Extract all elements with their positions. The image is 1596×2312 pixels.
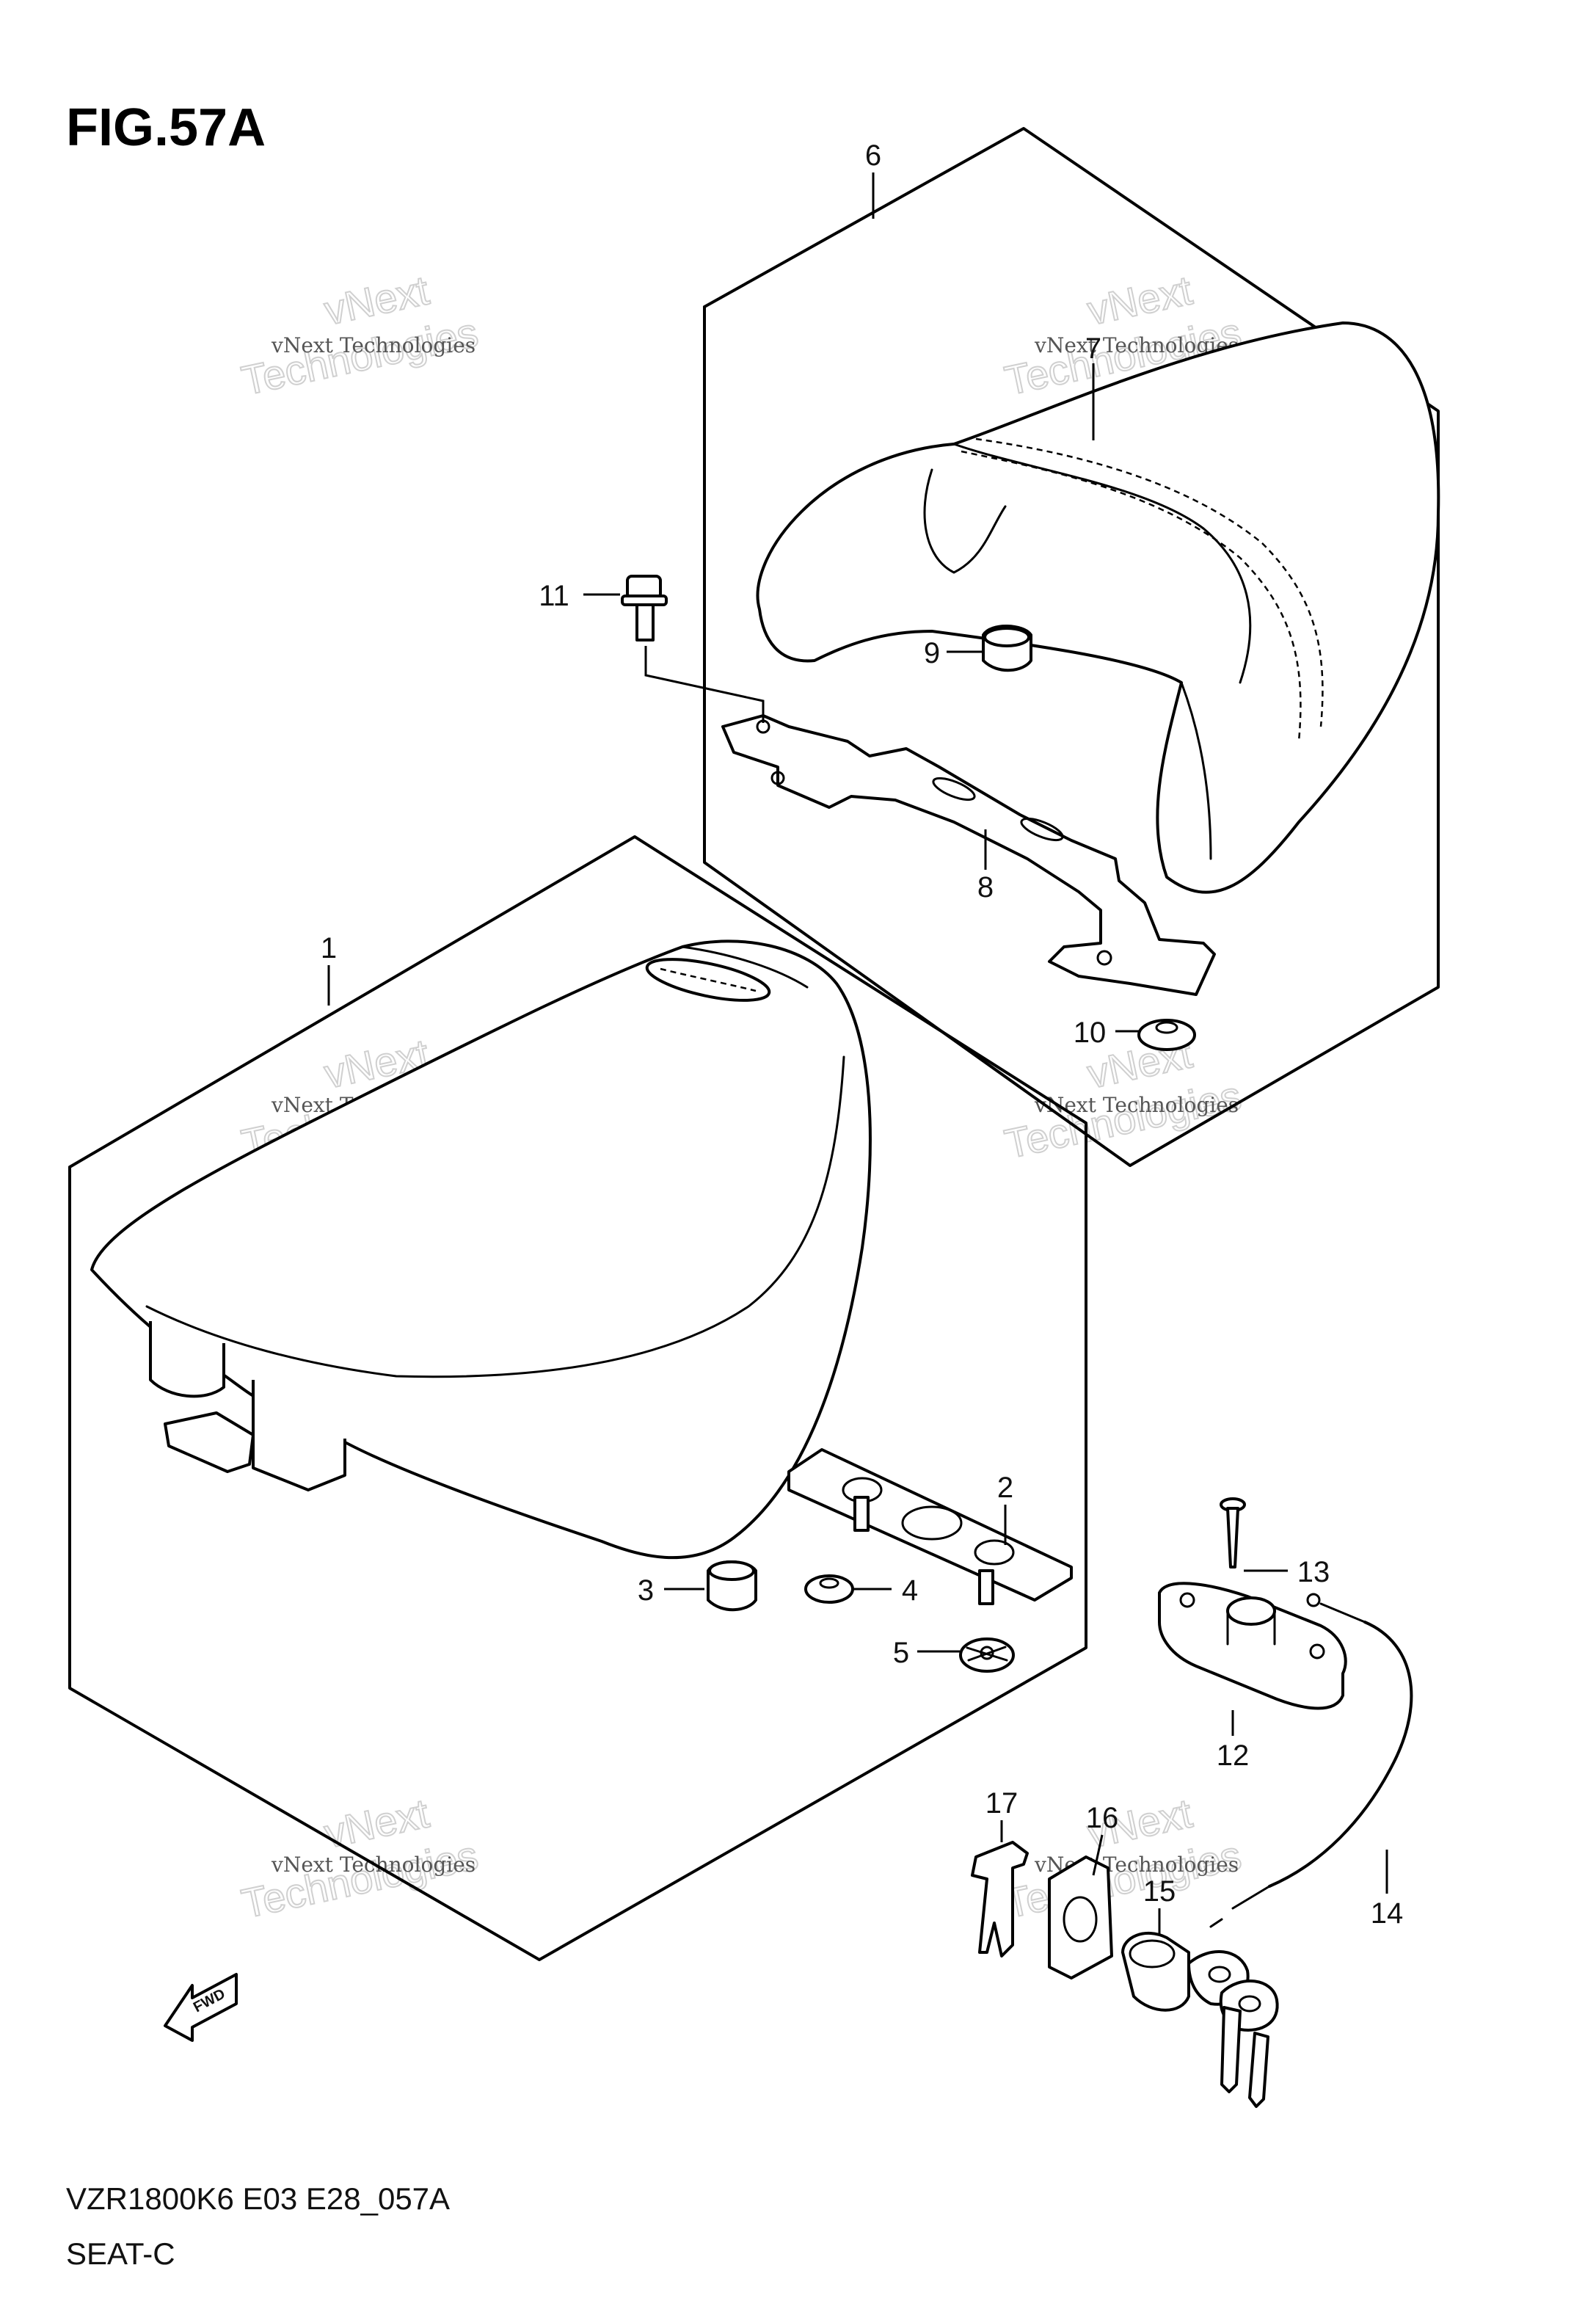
cushion-3-top — [708, 1560, 755, 1581]
screw-part-13 — [1220, 1497, 1246, 1568]
figure-title: FIG.57A — [66, 98, 266, 157]
front-seat-side-rim — [145, 1055, 845, 1378]
callout-10: 10 — [1074, 1017, 1107, 1049]
key-head-1-hole — [1208, 1966, 1231, 1983]
rear-seat-stitch-line-1 — [961, 450, 1302, 742]
callout-15: 15 — [1143, 1875, 1176, 1908]
bracket-stud-1 — [853, 1496, 870, 1532]
lock-bracket-boss-wall — [1226, 1610, 1276, 1646]
grommet-hole — [1155, 1021, 1178, 1034]
rear-seat-stitch-line-2 — [975, 437, 1324, 727]
lock-bracket-part-12 — [1158, 1582, 1347, 1710]
bracket-slot-1 — [932, 777, 976, 801]
rear-seat-group-border — [703, 127, 1440, 1167]
nut-4-body — [804, 1574, 854, 1604]
forward-arrow-shape — [164, 1973, 238, 2042]
lock-bracket-hole-1 — [1179, 1592, 1195, 1608]
watermark-small-mid-right: vNext Technologies — [1034, 1093, 1239, 1117]
watermark-top-left: vNext Technologies — [237, 266, 483, 404]
front-seat-group-border — [68, 835, 1087, 1961]
bolt-shank — [635, 603, 655, 641]
callout-12: 12 — [1217, 1740, 1250, 1772]
cushion-part-3 — [707, 1560, 757, 1612]
key-head-2-hole — [1238, 1995, 1261, 2013]
callout-6: 6 — [865, 139, 881, 172]
cable-end-ball — [1306, 1593, 1321, 1607]
front-seat-emblem — [645, 958, 771, 1002]
grommet-part-10 — [1137, 1019, 1196, 1051]
cable-end-fitting — [1319, 1602, 1366, 1624]
clip-part-17 — [971, 1841, 1029, 1957]
bracket-hole-3 — [1096, 950, 1112, 966]
rear-seat-front-edge — [923, 468, 1007, 574]
section-name: SEAT-C — [66, 2236, 175, 2271]
bracket-stud-2 — [978, 1569, 994, 1605]
nut-part-4 — [804, 1574, 854, 1604]
lock-cylinder — [1121, 1931, 1190, 2012]
bolt-11-assembly-line — [644, 646, 765, 723]
callout-3: 3 — [638, 1574, 654, 1607]
lock-bracket-hole-2 — [1309, 1643, 1325, 1660]
bolt-part-11 — [621, 575, 668, 641]
key-blade-1 — [1220, 2006, 1242, 2093]
callout-4: 4 — [902, 1574, 918, 1607]
nut-part-5 — [959, 1637, 1015, 1673]
callout-8: 8 — [977, 871, 994, 904]
forward-arrow-icon: FWD — [164, 1973, 238, 2042]
key-blade-2 — [1248, 2032, 1269, 2108]
front-seat-cushion — [90, 939, 872, 1560]
front-seat-leg-rear — [252, 1380, 346, 1491]
callout-1: 1 — [321, 932, 337, 964]
callout-13: 13 — [1297, 1556, 1330, 1588]
leader-16 — [1092, 1834, 1104, 1876]
watermark-small-top-left: vNext Technologies — [271, 333, 475, 357]
callout-7: 7 — [1085, 332, 1101, 365]
lock-set-part-15 — [1121, 1931, 1279, 2108]
plate-16-body — [1048, 1855, 1113, 1980]
bracket-slot-2 — [1020, 817, 1064, 842]
nut-5-knurl — [966, 1646, 1008, 1662]
screw-13-shank — [1226, 1507, 1239, 1568]
cable-wire — [1268, 1621, 1413, 1888]
cushion-top — [983, 627, 1030, 647]
callout-16: 16 — [1086, 1802, 1119, 1834]
lock-bracket-body — [1158, 1582, 1347, 1710]
rear-seat-bracket-part — [721, 714, 1216, 996]
front-seat-rear-hump — [681, 945, 809, 989]
callout-17: 17 — [985, 1787, 1019, 1820]
cable-lock-end — [1209, 1885, 1271, 1928]
nut-4-hole — [819, 1577, 839, 1589]
lock-bracket-boss — [1226, 1596, 1276, 1626]
front-seat-part — [90, 939, 872, 1560]
rear-seat-cushion — [756, 321, 1440, 894]
callout-11: 11 — [539, 580, 569, 612]
leader-lines — [327, 172, 1388, 1934]
rear-seat-part — [756, 321, 1440, 894]
lock-cylinder-face — [1129, 1939, 1176, 1969]
callout-2: 2 — [997, 1472, 1013, 1504]
front-seat-emblem-pattern — [660, 967, 757, 992]
front-seat-tab — [164, 1411, 255, 1473]
front-seat-bracket-part — [787, 1448, 1073, 1605]
bracket-boss-3 — [974, 1539, 1015, 1566]
rear-seat-side-rim — [1180, 681, 1212, 860]
grommet-body — [1137, 1019, 1196, 1051]
callout-14: 14 — [1371, 1897, 1404, 1930]
plate-16-hole — [1063, 1896, 1098, 1943]
plate-part-16 — [1048, 1855, 1113, 1980]
bracket-boss-2 — [901, 1505, 963, 1541]
callout-9: 9 — [924, 637, 940, 669]
cushion-part-9 — [982, 625, 1032, 672]
front-seat-leg-front — [149, 1321, 225, 1398]
bracket-hole-2 — [770, 771, 785, 785]
callout-labels: 1 2 3 4 5 6 7 8 9 10 11 12 13 14 15 16 1… — [321, 139, 1403, 1930]
callout-5: 5 — [893, 1637, 909, 1669]
model-code: VZR1800K6 E03 E28_057A — [66, 2181, 450, 2216]
cable-part-14 — [1209, 1593, 1413, 1928]
